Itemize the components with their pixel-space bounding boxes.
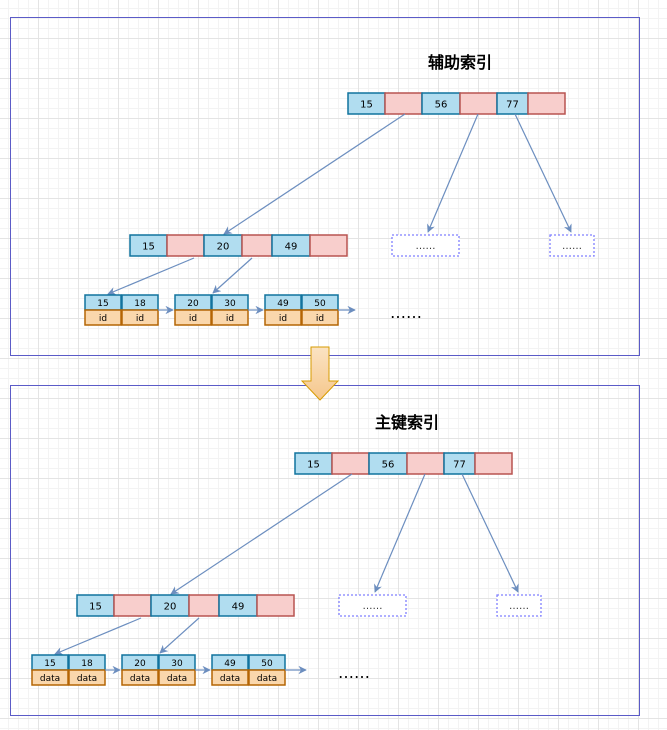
svg-text:49: 49 — [277, 299, 289, 309]
svg-text:30: 30 — [224, 299, 236, 309]
primary-index-tree: 主键索引 15 56 77 15 20 — [31, 413, 542, 686]
pointer-arrow — [54, 617, 142, 655]
pointer-cell — [241, 234, 273, 257]
key-label: 49 — [232, 602, 245, 613]
pointer-cell — [406, 452, 445, 475]
more-leaves-ellipsis: …… — [338, 663, 370, 682]
pointer-cell — [331, 452, 370, 475]
svg-text:……: …… — [363, 601, 383, 612]
primary-leaf-node: 20 30 data data — [121, 654, 196, 686]
pointer-arrow — [514, 113, 572, 233]
secondary-level2-node: 15 20 49 — [129, 234, 348, 257]
pointer-arrow — [374, 473, 426, 593]
svg-text:id: id — [316, 314, 324, 324]
secondary-placeholder-node: …… — [391, 234, 460, 257]
svg-text:data: data — [77, 674, 97, 684]
pointer-cell — [527, 92, 566, 115]
pointer-cell — [166, 234, 205, 257]
primary-leaf-node: 49 50 data data — [211, 654, 286, 686]
more-leaves-ellipsis: …… — [390, 303, 422, 322]
secondary-index-title: 辅助索引 — [428, 53, 492, 72]
primary-root-node: 15 56 77 — [294, 452, 513, 475]
svg-text:……: …… — [416, 241, 436, 252]
key-label: 77 — [453, 460, 466, 471]
svg-text:18: 18 — [81, 659, 93, 669]
svg-text:data: data — [130, 674, 150, 684]
key-label: 56 — [382, 460, 395, 471]
svg-text:……: …… — [562, 241, 582, 252]
key-label: 15 — [307, 460, 320, 471]
svg-text:data: data — [167, 674, 187, 684]
primary-leaf-node: 15 18 data data — [31, 654, 106, 686]
pointer-arrow — [461, 473, 519, 593]
svg-text:data: data — [257, 674, 277, 684]
primary-level2-node: 15 20 49 — [76, 594, 295, 617]
svg-text:50: 50 — [314, 299, 326, 309]
key-label: 15 — [360, 100, 373, 111]
svg-text:id: id — [226, 314, 234, 324]
pointer-cell — [384, 92, 423, 115]
primary-index-title: 主键索引 — [375, 413, 439, 432]
pointer-arrow — [427, 113, 479, 233]
svg-text:id: id — [136, 314, 144, 324]
svg-text:……: …… — [509, 601, 529, 612]
primary-placeholder-node: …… — [496, 594, 542, 617]
svg-text:id: id — [189, 314, 197, 324]
svg-text:data: data — [220, 674, 240, 684]
secondary-placeholder-node: …… — [549, 234, 595, 257]
svg-text:15: 15 — [97, 299, 108, 309]
svg-text:49: 49 — [224, 659, 236, 669]
svg-text:id: id — [99, 314, 107, 324]
svg-text:18: 18 — [134, 299, 146, 309]
key-label: 20 — [217, 242, 230, 253]
key-label: 77 — [506, 100, 519, 111]
secondary-leaf-node: 20 30 id id — [174, 294, 249, 326]
pointer-cell — [474, 452, 513, 475]
svg-text:20: 20 — [134, 659, 146, 669]
down-transition-arrow-icon — [300, 346, 340, 401]
pointer-cell — [188, 594, 220, 617]
primary-placeholder-node: …… — [338, 594, 407, 617]
pointer-cell — [256, 594, 295, 617]
secondary-index-tree: 辅助索引 15 56 77 15 — [84, 53, 595, 326]
pointer-arrow — [107, 257, 195, 295]
key-label: 56 — [435, 100, 448, 111]
pointer-arrow — [170, 473, 353, 595]
pointer-cell — [309, 234, 348, 257]
key-label: 20 — [164, 602, 177, 613]
pointer-cell — [459, 92, 498, 115]
secondary-leaf-node: 15 18 id id — [84, 294, 159, 326]
svg-text:20: 20 — [187, 299, 199, 309]
secondary-leaf-node: 49 50 id id — [264, 294, 339, 326]
pointer-arrow — [212, 257, 253, 294]
svg-text:id: id — [279, 314, 287, 324]
secondary-root-node: 15 56 77 — [347, 92, 566, 115]
svg-text:data: data — [40, 674, 60, 684]
svg-text:30: 30 — [171, 659, 183, 669]
svg-text:50: 50 — [261, 659, 273, 669]
key-label: 15 — [142, 242, 155, 253]
key-label: 15 — [89, 602, 102, 613]
svg-text:15: 15 — [44, 659, 55, 669]
pointer-arrow — [159, 617, 200, 654]
pointer-cell — [113, 594, 152, 617]
pointer-arrow — [223, 113, 406, 235]
key-label: 49 — [285, 242, 298, 253]
